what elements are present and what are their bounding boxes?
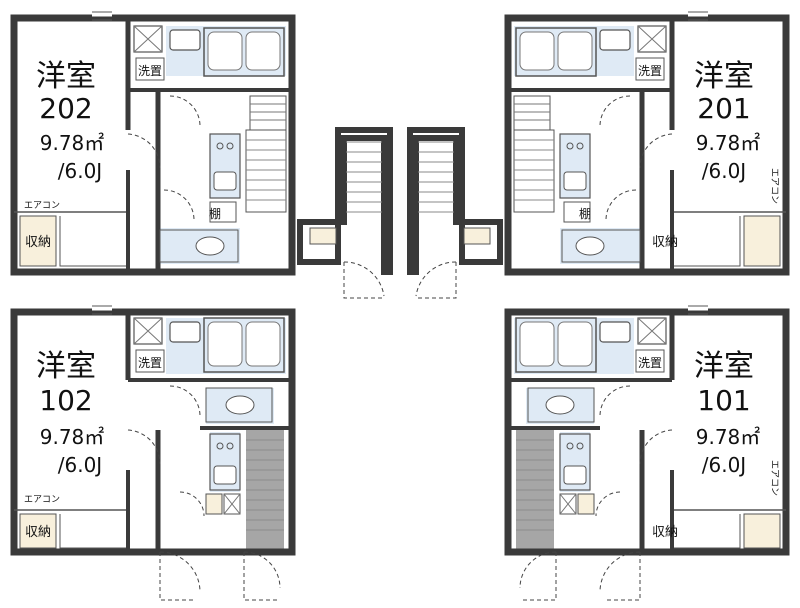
- unit-101: 洋室 101 9.78㎡ /6.0J 洗置 収納 エアコン: [508, 306, 786, 600]
- unit-202-number: 202: [39, 92, 92, 125]
- unit-202-wash-label: 洗置: [138, 64, 162, 78]
- unit-202-shelf-label: 棚: [209, 206, 221, 221]
- unit-102-aircon-label: エアコン: [24, 495, 60, 505]
- unit-201-aircon-label: エアコン: [769, 168, 779, 204]
- unit-102-area: 9.78㎡: [40, 425, 105, 449]
- unit-201-storage-label: 収納: [652, 235, 678, 250]
- unit-101-area: 9.78㎡: [696, 425, 761, 449]
- unit-101-storage-label: 収納: [652, 525, 678, 540]
- unit-202-size: /6.0J: [58, 159, 102, 183]
- unit-102-number: 102: [39, 384, 92, 417]
- unit-202-aircon-label: エアコン: [24, 201, 60, 211]
- unit-201-area: 9.78㎡: [696, 131, 761, 155]
- unit-201-room-label: 洋室: [694, 59, 754, 94]
- unit-101-room-label: 洋室: [694, 349, 754, 384]
- unit-102: 洋室 102 9.78㎡ /6.0J 洗置 収納 エアコン: [14, 306, 292, 600]
- unit-102-wash-label: 洗置: [138, 356, 162, 370]
- unit-202-area: 9.78㎡: [40, 131, 105, 155]
- unit-101-aircon-label: エアコン: [769, 460, 779, 496]
- unit-201: 洋室 201 9.78㎡ /6.0J 洗置 棚 収納 エアコン: [508, 12, 786, 272]
- unit-201-wash-label: 洗置: [638, 64, 662, 78]
- central-stairs: [297, 127, 503, 299]
- unit-202-storage-label: 収納: [25, 235, 51, 250]
- unit-202-room-label: 洋室: [36, 59, 96, 94]
- unit-101-wash-label: 洗置: [638, 356, 662, 370]
- unit-102-storage-label: 収納: [25, 525, 51, 540]
- unit-101-size: /6.0J: [702, 453, 746, 477]
- unit-102-size: /6.0J: [58, 453, 102, 477]
- unit-202: 洋室 202 9.78㎡ /6.0J 洗置 棚 収納 エアコン: [14, 12, 292, 272]
- unit-201-shelf-label: 棚: [579, 206, 591, 221]
- unit-201-number: 201: [697, 92, 750, 125]
- unit-102-room-label: 洋室: [36, 349, 96, 384]
- unit-101-number: 101: [697, 384, 750, 417]
- unit-201-size: /6.0J: [702, 159, 746, 183]
